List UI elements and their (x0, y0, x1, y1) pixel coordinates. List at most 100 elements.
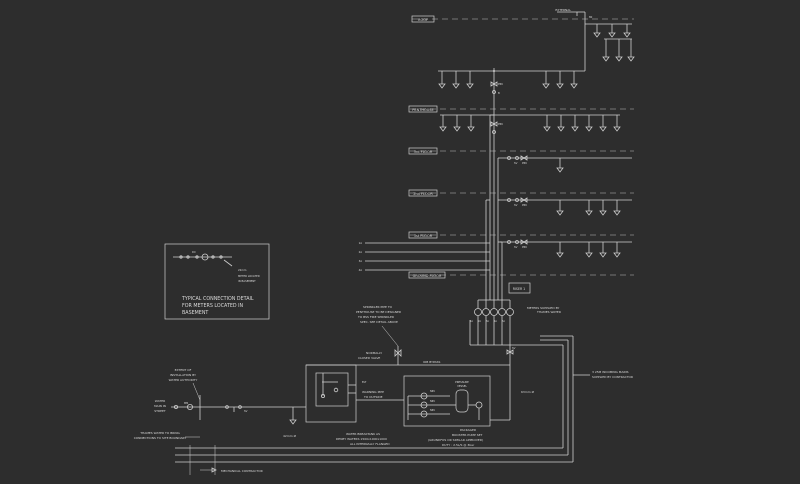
detail-tag-dc: DC (192, 250, 196, 254)
penthouse-distribution: PENTHOUSE (408, 105, 634, 132)
break-tank-note-3: ALL INTERNALLY FLANGED (350, 442, 390, 446)
meter-tag-3: 3A (486, 320, 489, 323)
extent-note-3: WATER AUTHORITY (169, 378, 198, 382)
roof-distribution: ROOF EXTERNAL 80 (411, 8, 635, 89)
extent-note-1: EXTENT OF (175, 368, 192, 372)
third-floor-label: 3rd FLOOR (414, 150, 433, 154)
first-floor-label-box (408, 231, 438, 239)
sprinkler-note-1: SPRINKLER PIPE TO (363, 305, 393, 309)
thames-note-2: CONNECTIONS TO SITE BOUNDARY (134, 436, 187, 440)
riser-tag-prv-top: PRV (498, 82, 503, 86)
second-floor-label-box (408, 189, 438, 197)
vertical-risers: B PRV PRV (485, 68, 503, 300)
tag-80: 80 (589, 15, 593, 19)
feed-tag-3: 3A (359, 259, 363, 263)
pump-tag-1: NRV (430, 390, 435, 393)
pressure-vessel-2: VESSEL (457, 384, 467, 388)
incoming-mains: 3 25M INCOMING MAINS SUPPLIED BY CONTRAC… (540, 335, 633, 462)
sprinkler-note-3: TO BSS FIRE SPRINKLER (357, 315, 394, 319)
tag-prv-3: PRV (522, 161, 527, 165)
thames-note-1: THAMES WATER TO BRING (139, 431, 180, 435)
pump-note-4: DUTY : 2.5L/S @ 3bar (442, 443, 475, 447)
incoming-note-1: 3 25M INCOMING MAINS (592, 370, 629, 374)
first-floor-label: 1st FLOOR (414, 234, 433, 238)
pipe-63-right: 63mm Ø (521, 389, 535, 394)
extent-note-2: INSTALLATION BY (170, 373, 196, 377)
water-main-3: STREET (154, 409, 166, 413)
street-tag-sv: SV (244, 409, 248, 413)
water-main-2: MAIN IN (154, 404, 166, 408)
detail-title-3: BASEMENT (182, 310, 208, 316)
feed-tag-4: 4A (359, 268, 363, 272)
detail-meter-size: 22mm (238, 268, 247, 272)
tag-prv-2: PRV (522, 203, 527, 207)
penthouse-label: PENTHOUSE (412, 108, 433, 112)
break-tank-and-bypass: IOB BYPASS ELT WARNING PIPE TO OUTSIDE W… (305, 360, 510, 446)
tank-room (305, 364, 357, 423)
detail-meter-located-2: IN BASEMENT (238, 279, 256, 283)
riser-tag-b: B (498, 91, 500, 95)
detail-meter-located-1: METER LOCATED (238, 274, 260, 278)
street-connection: EXTENT OF INSTALLATION BY WATER AUTHORIT… (134, 368, 573, 475)
meter-tag-1: 1A (470, 320, 473, 323)
manifold-tag-sv: SV (512, 346, 516, 350)
warning-pipe-1: WARNING PIPE (362, 390, 384, 394)
bypass-label: IOB BYPASS (423, 360, 441, 364)
third-floor-label-box (408, 147, 438, 155)
first-floor-distribution: 1st FLOOR SV PRV (408, 231, 634, 258)
meters-note-1: METERS SUPPLIED BY (527, 306, 559, 310)
sprinkler-note-4: SPEC. SEE DETAIL ABOVE (360, 320, 398, 324)
riser-tag-prv: PRV (498, 122, 503, 126)
roof-label: ROOF (418, 18, 428, 22)
roof-outlets (438, 71, 578, 89)
pump-note-2: BOOSTER PUMP SET (452, 433, 483, 437)
second-floor-label: 2nd FLOOR (413, 192, 433, 196)
break-tank (315, 372, 349, 407)
pressure-vessel-1: PRESSURE (455, 380, 469, 384)
roof-label-box (411, 15, 435, 23)
water-main-1: WATER (155, 399, 165, 403)
break-tank-note-1: WATER BREAKTANK AS (346, 432, 380, 436)
normally-closed-2: CLOSED VALVE (358, 356, 380, 360)
tag-sv-2: SV (514, 203, 518, 207)
riser-box (508, 282, 531, 294)
tag-sv-3: SV (514, 161, 518, 165)
pump-skid (403, 375, 491, 427)
meters-note-2: THAMES WATER (536, 310, 561, 314)
ground-floor-label-box (408, 271, 446, 279)
detail-title-2: FOR METERS LOCATED IN (182, 303, 244, 309)
tank-tag-elt: ELT (362, 380, 367, 384)
meters-bank: 1A 2A 3A 4A 5A METERS SUPPLIED BY THAMES… (469, 299, 561, 420)
penthouse-label-box (408, 105, 438, 113)
pump-tag-3: NRV (430, 409, 435, 412)
warning-pipe-2: TO OUTSIDE (363, 395, 383, 399)
meter-tag-5: 5A (502, 320, 505, 323)
meter-tag-2: 2A (478, 320, 481, 323)
pump-tag-2: NRV (430, 400, 435, 403)
detail-box (164, 243, 270, 320)
sprinkler-note: SPRINKLER PIPE TO PENTHOUSE TO BE DESIGN… (356, 305, 402, 365)
second-floor-distribution: 2nd FLOOR SV PRV (408, 189, 634, 216)
riser-label: RISER 1 (513, 287, 525, 291)
tag-prv-1: PRV (522, 245, 527, 249)
third-floor-distribution: 3rd FLOOR SV PRV (408, 147, 634, 173)
pump-note-1: PACKAGED (460, 428, 477, 432)
pipe-42-left: 42mm Ø (283, 433, 297, 438)
incoming-note-2: SUPPLIED BY CONTRACTOR (592, 375, 633, 379)
break-tank-note-2: DENEY WATERS 1500x1000x1000 (336, 437, 387, 441)
meter-tag-4: 4A (494, 320, 497, 323)
mechanical-contractor: MECHANICAL CONTRACTOR (221, 469, 263, 473)
booster-pump-set: NRV NRV NRV PRESSURE VESSEL PACKAGED BOO… (356, 375, 510, 447)
feed-tag-1: 1A (359, 241, 363, 245)
feed-tag-2: 2A (359, 250, 363, 254)
external-label: EXTERNAL (555, 8, 571, 12)
typical-connection-detail: DC 22mm METER LOCATED IN BASEMENT TYPICA… (164, 243, 270, 320)
tag-sv-1: SV (514, 245, 518, 249)
sprinkler-note-2: PENTHOUSE TO BE DESIGNED (356, 310, 402, 314)
detail-title-1: TYPICAL CONNECTION DETAIL (181, 296, 254, 302)
pressure-vessel (455, 389, 469, 413)
street-tag-mm: MM (184, 402, 188, 405)
ground-floor-distribution: GROUND FLOOR 1A 2A 3A 4A RISER 1 (359, 241, 634, 294)
